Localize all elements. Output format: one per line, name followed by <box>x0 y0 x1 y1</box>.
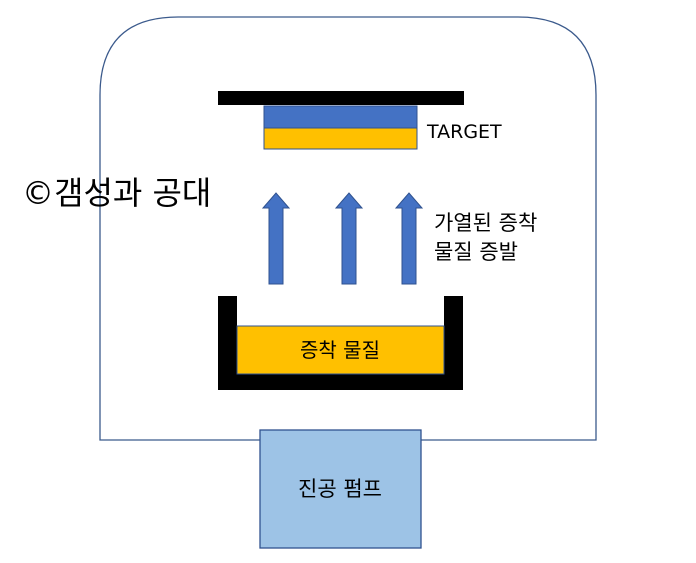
target-film-yellow <box>263 127 418 150</box>
material-label: 증착 물질 <box>300 338 380 362</box>
vacuum-pump <box>259 429 422 549</box>
pump-label: 진공 펌프 <box>298 477 382 501</box>
target-substrate-blue <box>263 105 418 129</box>
crucible-right-wall <box>444 296 463 390</box>
evaporation-arrows <box>261 192 424 285</box>
vacuum-chamber <box>99 16 597 441</box>
crucible-bottom <box>218 374 463 390</box>
evaporation-label-line1: 가열된 증착 <box>434 211 537 235</box>
evaporation-label-line2: 물질 증발 <box>434 240 518 264</box>
deposition-material <box>236 325 445 375</box>
arrow-up-icon <box>334 192 364 285</box>
crucible-left-wall <box>218 296 237 390</box>
arrow-up-icon <box>261 192 291 285</box>
watermark-text: ©갬성과 공대 <box>22 174 211 212</box>
target-label: TARGET <box>426 121 502 143</box>
target-holder <box>218 91 464 105</box>
crucible <box>218 296 463 390</box>
arrow-up-icon <box>394 192 424 285</box>
